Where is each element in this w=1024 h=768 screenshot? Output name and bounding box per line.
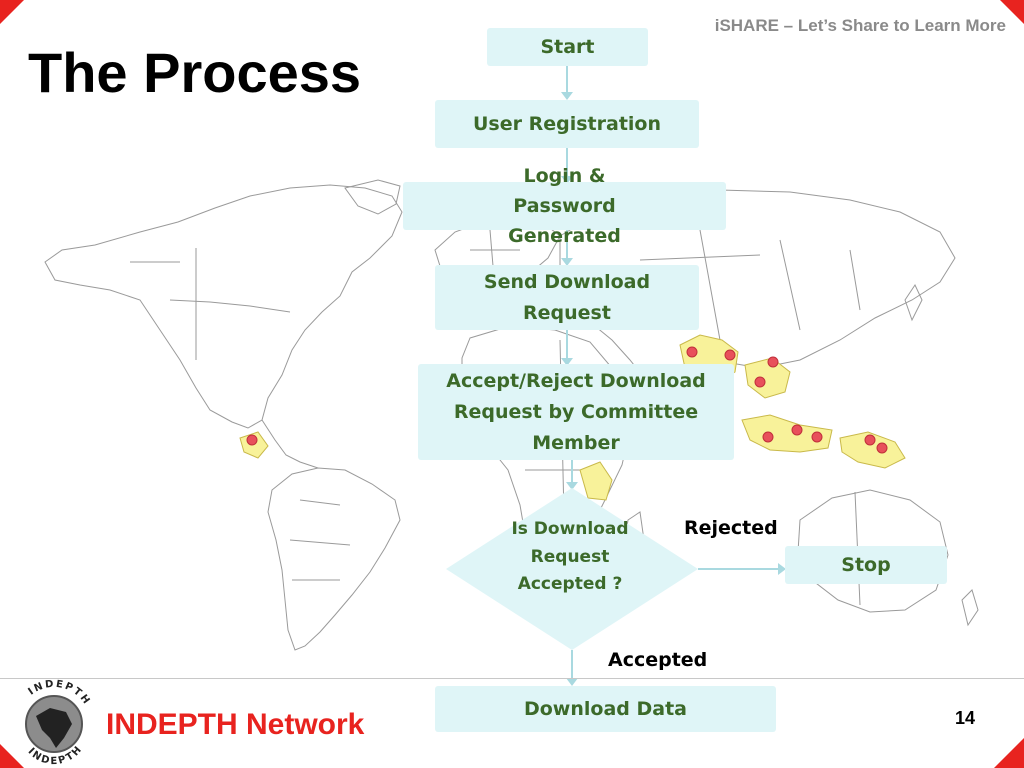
footer-divider [0,678,1024,679]
arrowhead-registration [561,92,573,100]
edge-label-accepted: Accepted [608,649,708,671]
node-login-password: Login & Password Generated [403,165,726,247]
page-number: 14 [955,708,976,728]
node-stop: Stop [785,546,947,584]
arrowhead-send-request [561,258,573,266]
edge-label-rejected: Rejected [684,517,778,539]
arrowhead-login [561,176,573,184]
arrowhead-committee [561,358,573,366]
indepth-logo: INDEPTH INDEPTH [25,679,91,767]
organization-name: INDEPTH Network [106,708,365,741]
node-send-download-request: Send Download Request [435,265,699,330]
node-download-data: Download Data [435,686,776,732]
corner-accent-top-right [1000,0,1024,24]
node-accept-reject: Accept/Reject Download Request by Commit… [418,364,734,460]
corner-accent-bottom-right [994,738,1024,768]
arrowhead-stop [778,563,786,575]
decision-diamond [446,488,698,650]
node-decision-label: Is Download Request Accepted ? [511,519,629,594]
node-start: Start [487,28,648,66]
tagline: iSHARE – Let’s Share to Learn More [714,16,1006,35]
arrowhead-download [566,678,578,686]
corner-accent-bottom-left [0,744,24,768]
slide-title: The Process [28,41,362,104]
corner-accent-top-left [0,0,24,24]
arrowhead-decision [566,482,578,490]
node-user-registration: User Registration [435,100,699,148]
